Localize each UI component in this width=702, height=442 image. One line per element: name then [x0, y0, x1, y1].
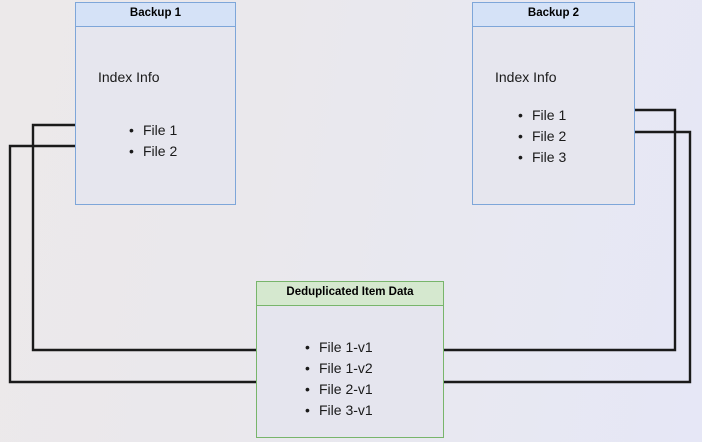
- list-item: File 1-v1: [304, 337, 373, 358]
- list-item: File 2: [128, 141, 177, 162]
- backup-2-title: Backup 2: [473, 3, 634, 27]
- list-item: File 1-v2: [304, 358, 373, 379]
- backup-1-box[interactable]: Backup 1 Index Info File 1 File 2: [75, 2, 236, 205]
- list-item: File 3-v1: [304, 400, 373, 421]
- backup-2-file-list: File 1 File 2 File 3: [517, 105, 566, 168]
- connector-backup2-file2-to-file2v1: [393, 130, 692, 386]
- backup-2-body: Index Info File 1 File 2 File 3: [473, 27, 634, 205]
- backup-1-body: Index Info File 1 File 2: [76, 27, 235, 205]
- deduplicated-item-data-box[interactable]: Deduplicated Item Data File 1-v1 File 1-…: [256, 281, 444, 438]
- list-item: File 3: [517, 147, 566, 168]
- backup-1-file-list: File 1 File 2: [128, 120, 177, 162]
- deduplicated-item-data-body: File 1-v1 File 1-v2 File 2-v1 File 3-v1: [257, 306, 443, 438]
- backup-2-box[interactable]: Backup 2 Index Info File 1 File 2 File 3: [472, 2, 635, 205]
- list-item: File 1: [517, 105, 566, 126]
- deduplicated-item-data-title: Deduplicated Item Data: [257, 282, 443, 306]
- connector-backup1-file2-to-file2v1: [8, 144, 301, 386]
- backup-1-index-label: Index Info: [98, 68, 160, 85]
- list-item: File 1: [128, 120, 177, 141]
- backup-1-title: Backup 1: [76, 3, 235, 27]
- list-item: File 2: [517, 126, 566, 147]
- list-item: File 2-v1: [304, 379, 373, 400]
- deduplicated-file-list: File 1-v1 File 1-v2 File 2-v1 File 3-v1: [304, 337, 373, 421]
- backup-2-index-label: Index Info: [495, 68, 557, 85]
